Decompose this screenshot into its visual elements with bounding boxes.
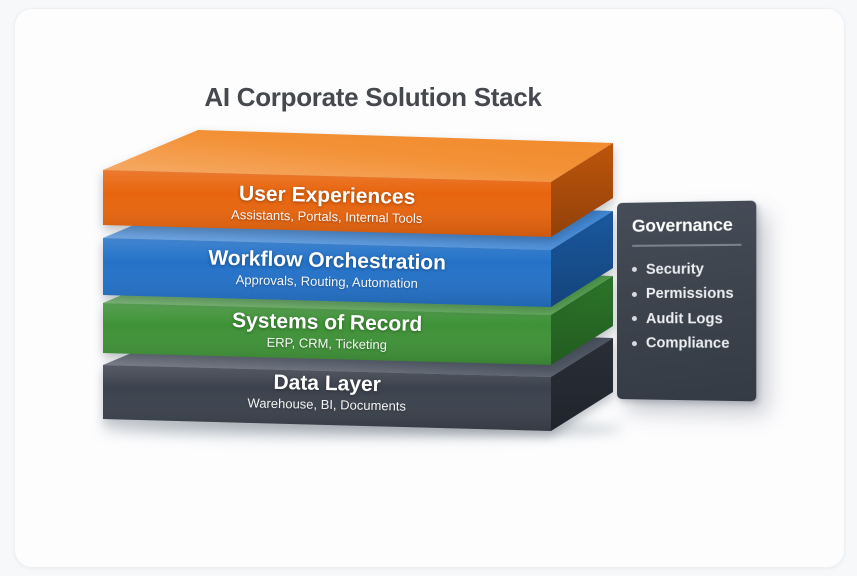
governance-item: Permissions — [632, 282, 742, 307]
governance-item-label: Permissions — [646, 282, 734, 307]
governance-item-label: Security — [646, 257, 704, 282]
governance-item: Security — [632, 257, 742, 282]
governance-item: Compliance — [632, 331, 742, 357]
governance-item-label: Compliance — [646, 331, 730, 356]
layer-box-user-experiences — [103, 130, 613, 237]
governance-item: Audit Logs — [632, 307, 742, 332]
bullet-icon — [632, 341, 637, 346]
governance-list: SecurityPermissionsAudit LogsCompliance — [632, 257, 742, 357]
governance-title: Governance — [632, 214, 742, 237]
governance-divider — [632, 244, 742, 247]
bullet-icon — [632, 292, 637, 297]
bullet-icon — [632, 316, 637, 321]
governance-panel: Governance SecurityPermissionsAudit Logs… — [617, 201, 756, 402]
governance-item-label: Audit Logs — [646, 307, 723, 332]
bullet-icon — [632, 267, 637, 272]
